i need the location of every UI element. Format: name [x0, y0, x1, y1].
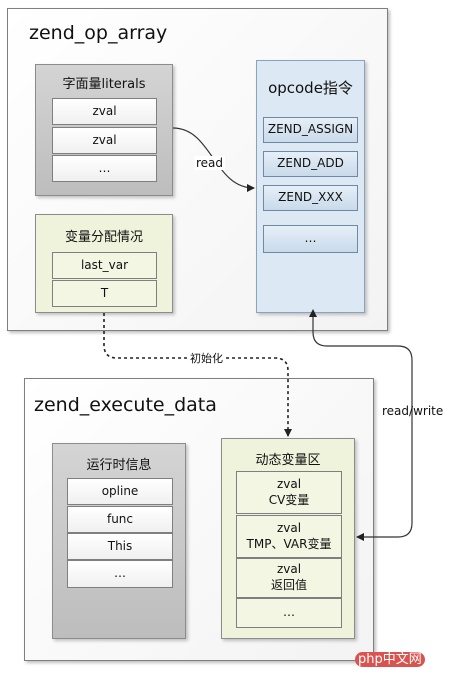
dynamic-item-return: zval 返回值 — [236, 558, 342, 598]
execute-data-title: zend_execute_data — [34, 394, 217, 416]
dynamic-item-cv-label: CV变量 — [268, 492, 310, 507]
literal-item-zval-2: zval — [52, 127, 157, 154]
init-arrow — [103, 313, 292, 437]
opcode-zend-add: ZEND_ADD — [263, 151, 358, 177]
runtime-info-title: 运行时信息 — [86, 458, 152, 473]
dynamic-item-return-label: 返回值 — [270, 578, 307, 592]
dynamic-item-return-type: zval — [276, 562, 302, 577]
opcode-panel: opcode指令 ZEND_ASSIGN ZEND_ADD ZEND_XXX … — [256, 60, 365, 313]
op-array-title: zend_op_array — [29, 22, 168, 44]
dynamic-item-more-label: … — [283, 605, 295, 620]
literal-item-zval-1: zval — [52, 98, 157, 125]
init-label: 初始化 — [188, 350, 225, 366]
literals-panel: 字面量literals zval zval … — [35, 64, 173, 196]
var-item-t: T — [52, 280, 157, 307]
var-item-last-var: last_var — [52, 252, 157, 279]
read-write-label: read/write — [382, 404, 444, 418]
literals-title: 字面量literals — [62, 77, 146, 92]
dynamic-item-more: … — [236, 598, 342, 628]
runtime-item-opline: opline — [67, 478, 173, 505]
read-label: read — [194, 156, 226, 170]
runtime-item-func: func — [67, 506, 173, 533]
watermark-logo: php中文网 — [355, 648, 425, 667]
runtime-item-more: … — [67, 560, 173, 588]
opcode-more: … — [263, 225, 358, 253]
var-allocation-panel: 变量分配情况 last_var T — [35, 214, 173, 313]
dynamic-item-tmp-var-type: zval — [276, 520, 302, 535]
runtime-item-this: This — [67, 533, 173, 560]
runtime-info-panel: 运行时信息 opline func This … — [52, 443, 186, 639]
dynamic-vars-title: 动态变量区 — [255, 453, 321, 468]
dynamic-item-cv-type: zval — [276, 476, 302, 491]
literal-item-more: … — [52, 155, 157, 182]
opcode-zend-xxx: ZEND_XXX — [263, 185, 358, 211]
read-write-arrow — [309, 309, 413, 541]
var-allocation-title: 变量分配情况 — [64, 230, 143, 245]
watermark-text: php中文网 — [355, 652, 425, 667]
opcode-zend-assign: ZEND_ASSIGN — [263, 117, 358, 143]
opcode-title: opcode指令 — [268, 79, 353, 97]
